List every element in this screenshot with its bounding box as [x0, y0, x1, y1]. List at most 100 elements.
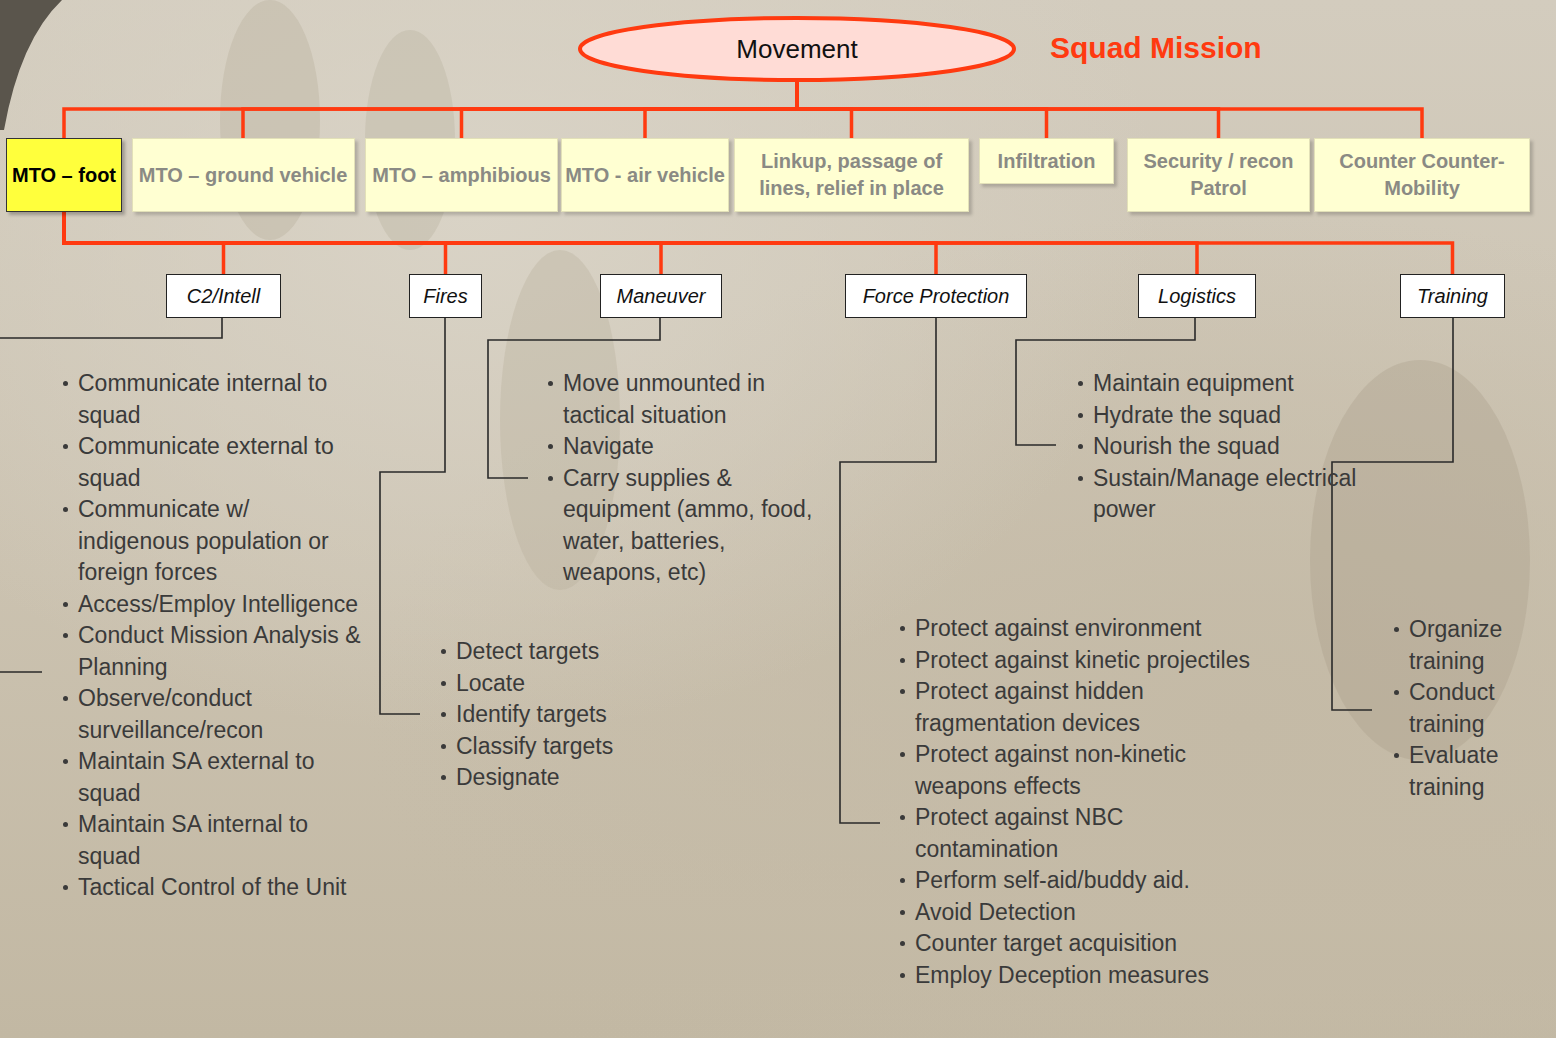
- tree-connector: [64, 80, 797, 138]
- list-item: Protect against NBC contamination: [915, 802, 1260, 865]
- bullet-dot: [63, 885, 68, 890]
- list-item: Nourish the squad: [1093, 431, 1368, 463]
- mission-label: Squad Mission: [1050, 31, 1262, 65]
- bullet-list: Protect against environmentProtect again…: [915, 613, 1260, 991]
- bullet-dot: [900, 626, 905, 631]
- bullet-list: Maintain equipmentHydrate the squadNouri…: [1093, 368, 1368, 526]
- bullet-list: Move unmounted in tactical situationNavi…: [563, 368, 825, 589]
- mission-ellipse: Movement: [577, 15, 1017, 83]
- list-item: Communicate external to squad: [78, 431, 363, 494]
- task-box: MTO – ground vehicle: [132, 138, 355, 212]
- list-item: Carry supplies & equipment (ammo, food, …: [563, 463, 825, 589]
- node-text: Maneuver: [617, 285, 706, 308]
- list-item: Designate: [456, 762, 666, 794]
- list-item: Communicate w/ indigenous population or …: [78, 494, 363, 589]
- tree-connector: [64, 212, 1453, 274]
- bullet-dot: [1078, 444, 1083, 449]
- function-box: Training: [1400, 274, 1505, 318]
- function-box: Fires: [409, 274, 482, 318]
- list-item: Observe/conduct surveillance/recon: [78, 683, 363, 746]
- list-item: Evaluate training: [1409, 740, 1539, 803]
- node-text: C2/Intell: [187, 285, 260, 308]
- bullet-dot: [1078, 381, 1083, 386]
- bullet-dot: [900, 973, 905, 978]
- task-box: MTO – amphibious: [365, 138, 558, 212]
- list-item: Communicate internal to squad: [78, 368, 363, 431]
- node-text: Training: [1417, 285, 1488, 308]
- node-text: Movement: [736, 34, 857, 65]
- bullet-dot: [63, 696, 68, 701]
- list-item: Maintain equipment: [1093, 368, 1368, 400]
- bullet-dot: [63, 759, 68, 764]
- bullet-dot: [548, 476, 553, 481]
- list-item: Identify targets: [456, 699, 666, 731]
- selected-task-box: MTO – foot: [6, 138, 122, 212]
- task-box: Counter Counter-Mobility: [1314, 138, 1530, 212]
- function-box: Logistics: [1138, 274, 1256, 318]
- list-item: Sustain/Manage electrical power: [1093, 463, 1368, 526]
- node-text: MTO – amphibious: [372, 162, 551, 189]
- list-item: Hydrate the squad: [1093, 400, 1368, 432]
- list-item: Organize training: [1409, 614, 1539, 677]
- list-item: Move unmounted in tactical situation: [563, 368, 825, 431]
- list-item: Perform self-aid/buddy aid.: [915, 865, 1260, 897]
- task-box: Security / recon Patrol: [1127, 138, 1310, 212]
- function-box: Force Protection: [845, 274, 1027, 318]
- bullet-list: Communicate internal to squadCommunicate…: [78, 368, 363, 904]
- bullet-dot: [1394, 690, 1399, 695]
- bullet-dot: [1078, 476, 1083, 481]
- bullet-dot: [441, 744, 446, 749]
- bullet-dot: [63, 444, 68, 449]
- list-item: Protect against environment: [915, 613, 1260, 645]
- leader-line: [0, 318, 222, 338]
- list-item: Tactical Control of the Unit: [78, 872, 363, 904]
- list-item: Access/Employ Intelligence: [78, 589, 363, 621]
- list-item: Locate: [456, 668, 666, 700]
- node-text: Infiltration: [998, 148, 1096, 175]
- function-box: Maneuver: [600, 274, 722, 318]
- bullet-dot: [548, 381, 553, 386]
- bullet-dot: [63, 381, 68, 386]
- list-item: Detect targets: [456, 636, 666, 668]
- corner-shadow: [0, 0, 62, 130]
- tree-connector: [462, 80, 798, 138]
- task-box: Infiltration: [979, 138, 1114, 184]
- bullet-dot: [900, 658, 905, 663]
- task-box: MTO - air vehicle: [561, 138, 729, 212]
- bullet-dot: [1394, 627, 1399, 632]
- list-item: Maintain SA internal to squad: [78, 809, 363, 872]
- bullet-dot: [548, 444, 553, 449]
- bullet-dot: [63, 507, 68, 512]
- bullet-list: Detect targetsLocateIdentify targetsClas…: [456, 636, 666, 794]
- bullet-dot: [63, 822, 68, 827]
- node-text: Security / recon Patrol: [1128, 148, 1309, 202]
- list-item: Classify targets: [456, 731, 666, 763]
- bullet-dot: [441, 712, 446, 717]
- tree-connector: [645, 80, 797, 138]
- ellipse-shape: [580, 18, 1014, 80]
- bullet-dot: [900, 815, 905, 820]
- node-text: MTO – foot: [12, 162, 116, 189]
- list-item: Protect against hidden fragmentation dev…: [915, 676, 1260, 739]
- bullet-dot: [900, 878, 905, 883]
- list-item: Avoid Detection: [915, 897, 1260, 929]
- bullet-list: Organize trainingConduct trainingEvaluat…: [1409, 614, 1539, 803]
- tree-connector: [797, 80, 1422, 138]
- bullet-dot: [900, 689, 905, 694]
- list-item: Protect against kinetic projectiles: [915, 645, 1260, 677]
- bullet-dot: [441, 775, 446, 780]
- node-text: Linkup, passage of lines, relief in plac…: [735, 148, 968, 202]
- node-text: Logistics: [1158, 285, 1236, 308]
- leader-line: [0, 671, 42, 673]
- list-item: Maintain SA external to squad: [78, 746, 363, 809]
- task-box: Linkup, passage of lines, relief in plac…: [734, 138, 969, 212]
- node-text: Force Protection: [863, 285, 1010, 308]
- node-text: MTO – ground vehicle: [139, 162, 348, 189]
- leader-line: [380, 318, 445, 714]
- list-item: Conduct training: [1409, 677, 1539, 740]
- node-text: MTO - air vehicle: [565, 162, 725, 189]
- node-text: Fires: [423, 285, 467, 308]
- bullet-dot: [900, 752, 905, 757]
- list-item: Conduct Mission Analysis & Planning: [78, 620, 363, 683]
- bullet-dot: [1394, 753, 1399, 758]
